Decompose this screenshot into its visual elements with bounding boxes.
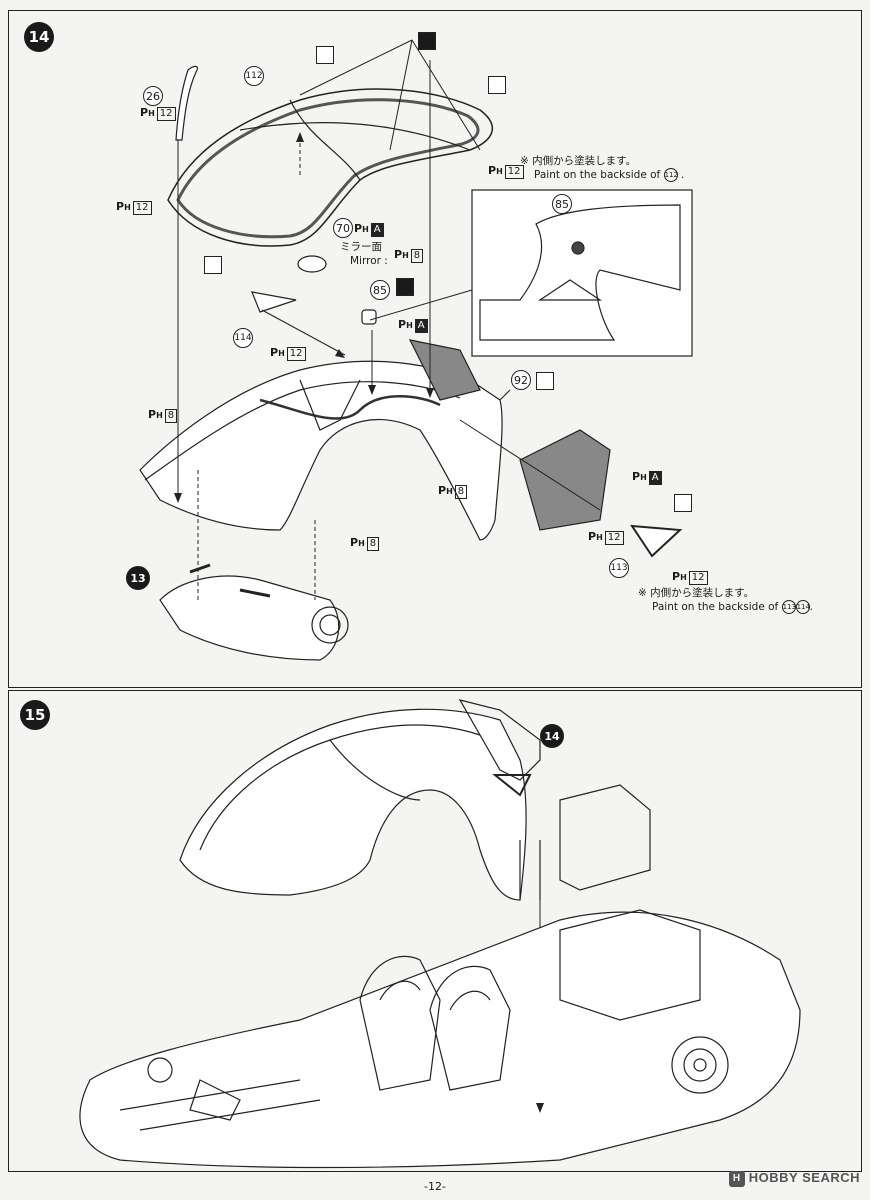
part-114-callout: 114 — [233, 328, 253, 348]
cement-icon — [418, 32, 436, 50]
step-14-subassembly-badge: 14 — [540, 724, 564, 748]
part-112-callout: 112 — [244, 66, 264, 86]
glue-icon — [316, 46, 334, 64]
step-14-badge: 14 — [24, 22, 54, 52]
watermark-logo-icon: H — [728, 1170, 745, 1187]
step-15-panel — [8, 690, 862, 1172]
decal-icon — [536, 372, 554, 390]
part-85-inset-callout: 85 — [552, 194, 572, 214]
part-92-callout: 92 — [511, 370, 531, 390]
step-13-subassembly-badge: 13 — [126, 566, 150, 590]
backside-paint-note-113-114: ※ 内側から塗装します。 Paint on the backside of 11… — [638, 587, 813, 614]
part-85-callout: 85 — [370, 280, 390, 300]
mirror-surface-note: ミラー面 Mirror : — [340, 241, 388, 267]
part-26-callout: 26 — [143, 86, 163, 106]
step-14-panel — [8, 10, 862, 688]
page-number: -12- — [424, 1180, 446, 1193]
glue-icon — [674, 494, 692, 512]
glue-icon — [488, 76, 506, 94]
glue-icon — [204, 256, 222, 274]
part-113-callout: 113 — [609, 558, 629, 578]
part-70-callout: 70 — [333, 218, 353, 238]
step-15-badge: 15 — [20, 700, 50, 730]
cement-icon — [396, 278, 414, 296]
backside-paint-note-112: ※ 内側から塗装します。 Paint on the backside of 11… — [520, 155, 685, 182]
